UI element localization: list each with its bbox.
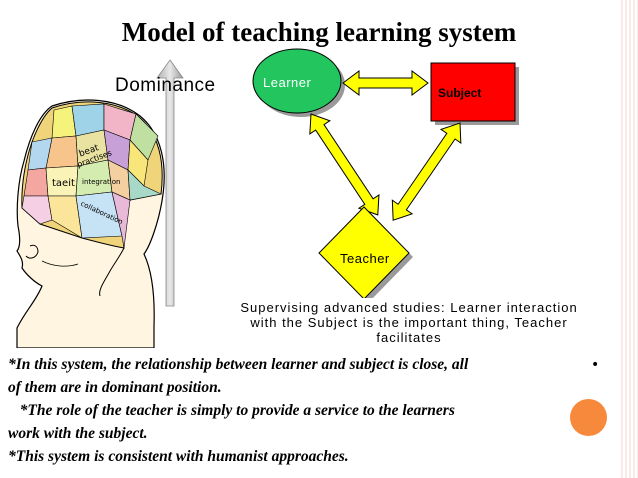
- caption-line: with the Subject is the important thing,…: [250, 315, 568, 330]
- bullet-marker: •: [591, 357, 600, 373]
- slide-title: Model of teaching learning system: [121, 17, 517, 47]
- learner-subject-arrow: [342, 70, 429, 96]
- slide-decoration-bar: [621, 0, 638, 478]
- caption-line: Supervising advanced studies: Learner in…: [240, 300, 578, 315]
- bullet-line: *In this system, the relationship betwee…: [8, 356, 469, 373]
- relationship-diagram: [252, 48, 519, 298]
- bullet-line: work with the subject.: [8, 425, 148, 442]
- bullet-text: *In this system, the relationship betwee…: [8, 353, 608, 468]
- head-label-taeit: taeit: [52, 178, 75, 189]
- bullet-line: *This system is consistent with humanist…: [8, 448, 349, 465]
- phrenology-head-icon: beat practises taeit integration collabo…: [16, 99, 165, 348]
- dominance-label: Dominance: [115, 75, 216, 96]
- head-label-integration: integration: [82, 178, 120, 186]
- learner-teacher-arrow: [309, 113, 380, 216]
- teacher-label: Teacher: [340, 251, 390, 266]
- orange-circle-decoration: [570, 399, 607, 436]
- bullet-line: *The role of the teacher is simply to pr…: [8, 402, 455, 419]
- bullet-line: of them are in dominant position.: [8, 379, 222, 396]
- subject-teacher-arrow: [391, 122, 462, 221]
- learner-label: Learner: [263, 75, 312, 90]
- subject-label: Subject: [438, 86, 482, 100]
- caption-line: facilitates: [376, 330, 442, 345]
- subject-node: [430, 62, 516, 122]
- diagram-caption: Supervising advanced studies: Learner in…: [210, 300, 608, 345]
- learner-node: [252, 48, 342, 114]
- dominance-arrow-icon: [156, 59, 184, 307]
- teacher-node: [318, 206, 410, 298]
